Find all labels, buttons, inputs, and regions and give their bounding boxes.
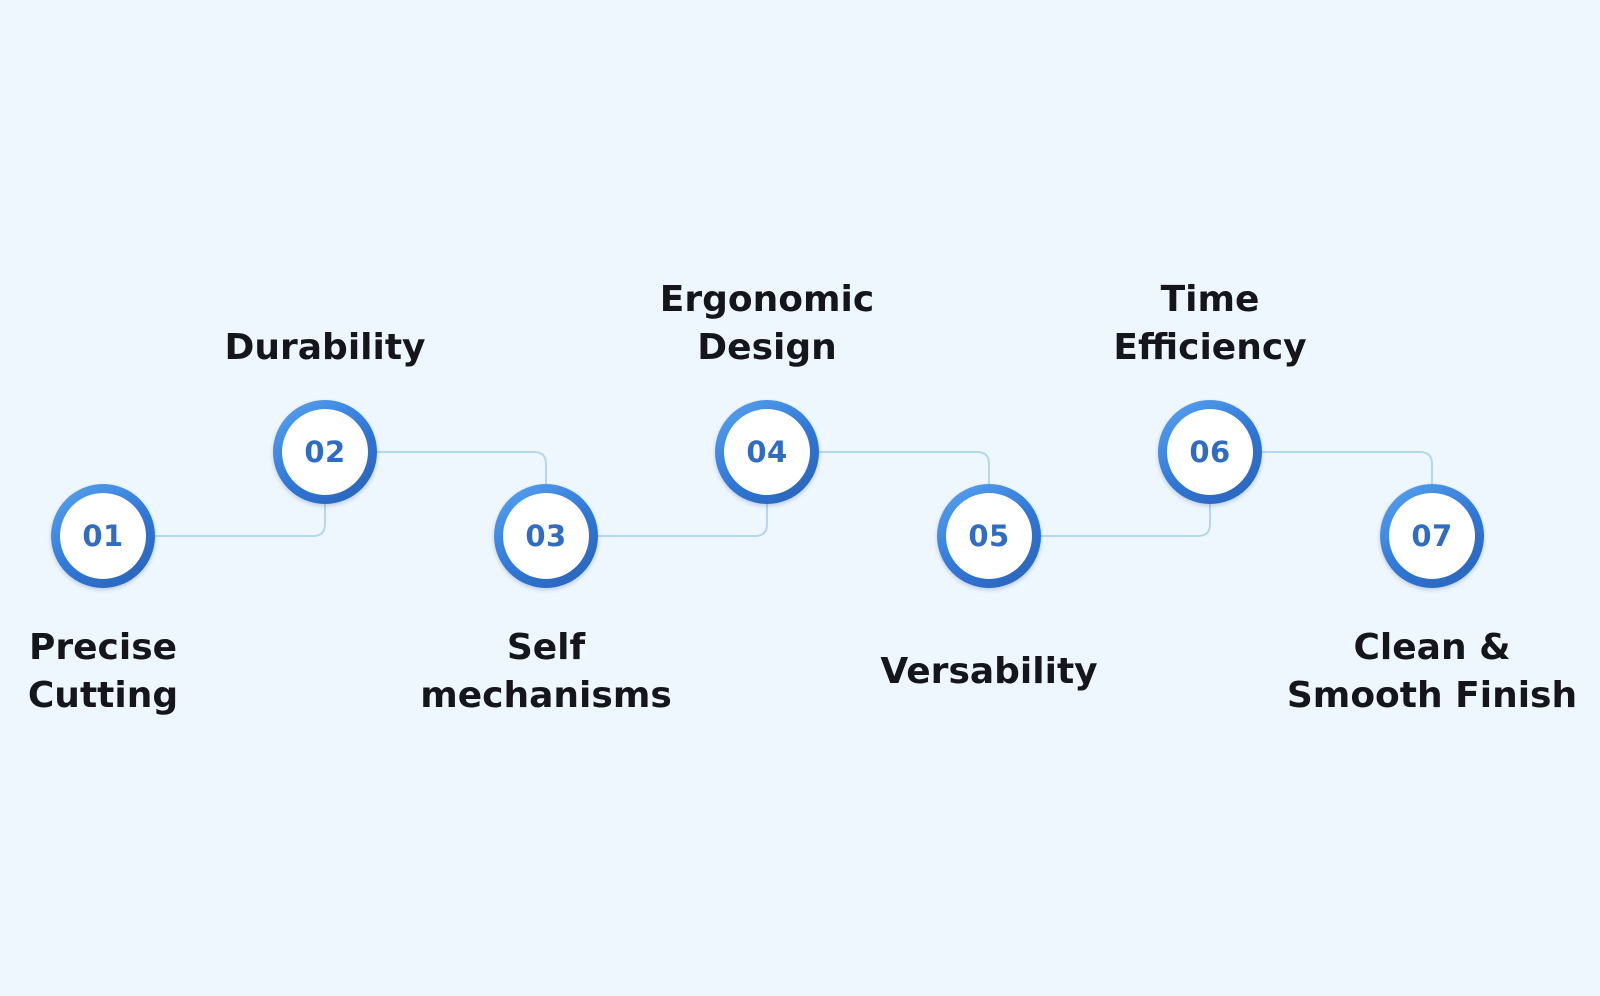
step-circle: 06 [1158, 400, 1262, 504]
step-label-line: Efficiency [1113, 327, 1307, 368]
step-label-line: Smooth Finish [1286, 675, 1578, 716]
step-label-line: mechanisms [420, 675, 672, 716]
step-label-line: Durability [224, 327, 426, 368]
step-circle-inner: 01 [60, 493, 146, 579]
step-label-line: Ergonomic [659, 279, 875, 320]
connector-line [767, 451, 990, 536]
step-number: 05 [968, 519, 1010, 553]
step-circle: 02 [273, 400, 377, 504]
step-label: Versability [839, 648, 1139, 696]
step-label-line: Clean & [1353, 627, 1511, 668]
connector-line [546, 452, 768, 537]
step-circle-inner: 07 [1389, 493, 1475, 579]
connector-line [1210, 451, 1433, 536]
step-circle: 05 [937, 484, 1041, 588]
step-label-line: Self [506, 627, 586, 668]
step-circle-inner: 06 [1167, 409, 1253, 495]
step-label-line: Versability [880, 651, 1098, 692]
step-label-line: Design [697, 327, 837, 368]
step-number: 02 [304, 435, 346, 469]
step-label: Self mechanisms [396, 624, 696, 720]
step-label-line: Cutting [27, 675, 179, 716]
step-number: 06 [1189, 435, 1231, 469]
step-label-line: Precise [28, 627, 178, 668]
step-circle: 04 [715, 400, 819, 504]
step-number: 07 [1411, 519, 1453, 553]
step-label: Clean & Smooth Finish [1282, 624, 1582, 720]
step-circle-inner: 03 [503, 493, 589, 579]
step-label-line: Time [1160, 279, 1260, 320]
step-circle-inner: 05 [946, 493, 1032, 579]
step-number: 01 [82, 519, 124, 553]
step-circle: 01 [51, 484, 155, 588]
step-circle: 07 [1380, 484, 1484, 588]
step-number: 04 [746, 435, 788, 469]
connector-line [103, 452, 326, 537]
connector-line [325, 451, 547, 536]
step-circle: 03 [494, 484, 598, 588]
step-circle-inner: 04 [724, 409, 810, 495]
connector-line [989, 452, 1211, 537]
step-circle-inner: 02 [282, 409, 368, 495]
step-label: Durability [175, 324, 475, 372]
step-number: 03 [525, 519, 567, 553]
